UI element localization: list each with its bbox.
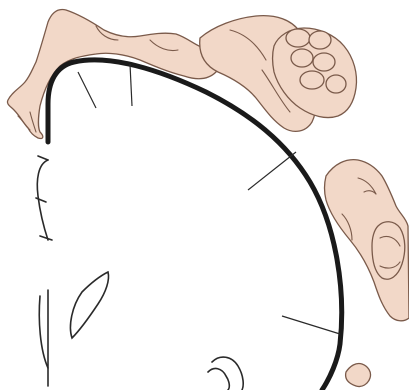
bracket-tick-top bbox=[38, 156, 48, 160]
leader-line-1 bbox=[78, 72, 96, 108]
tongue bbox=[346, 363, 371, 386]
bracket-tick-bottom bbox=[40, 236, 52, 240]
foot-and-leg bbox=[7, 10, 219, 139]
ventricle-shape bbox=[70, 272, 108, 338]
leader-line-2 bbox=[130, 64, 132, 106]
lateral-line-inner bbox=[39, 296, 48, 368]
bracket-tick-mid bbox=[36, 198, 46, 202]
curve-bottom bbox=[212, 357, 243, 390]
face bbox=[325, 160, 409, 321]
leader-line-3 bbox=[248, 152, 296, 190]
leader-line-4 bbox=[282, 316, 340, 334]
internal-structures bbox=[36, 156, 243, 390]
curve-bottom-inner bbox=[208, 369, 229, 390]
